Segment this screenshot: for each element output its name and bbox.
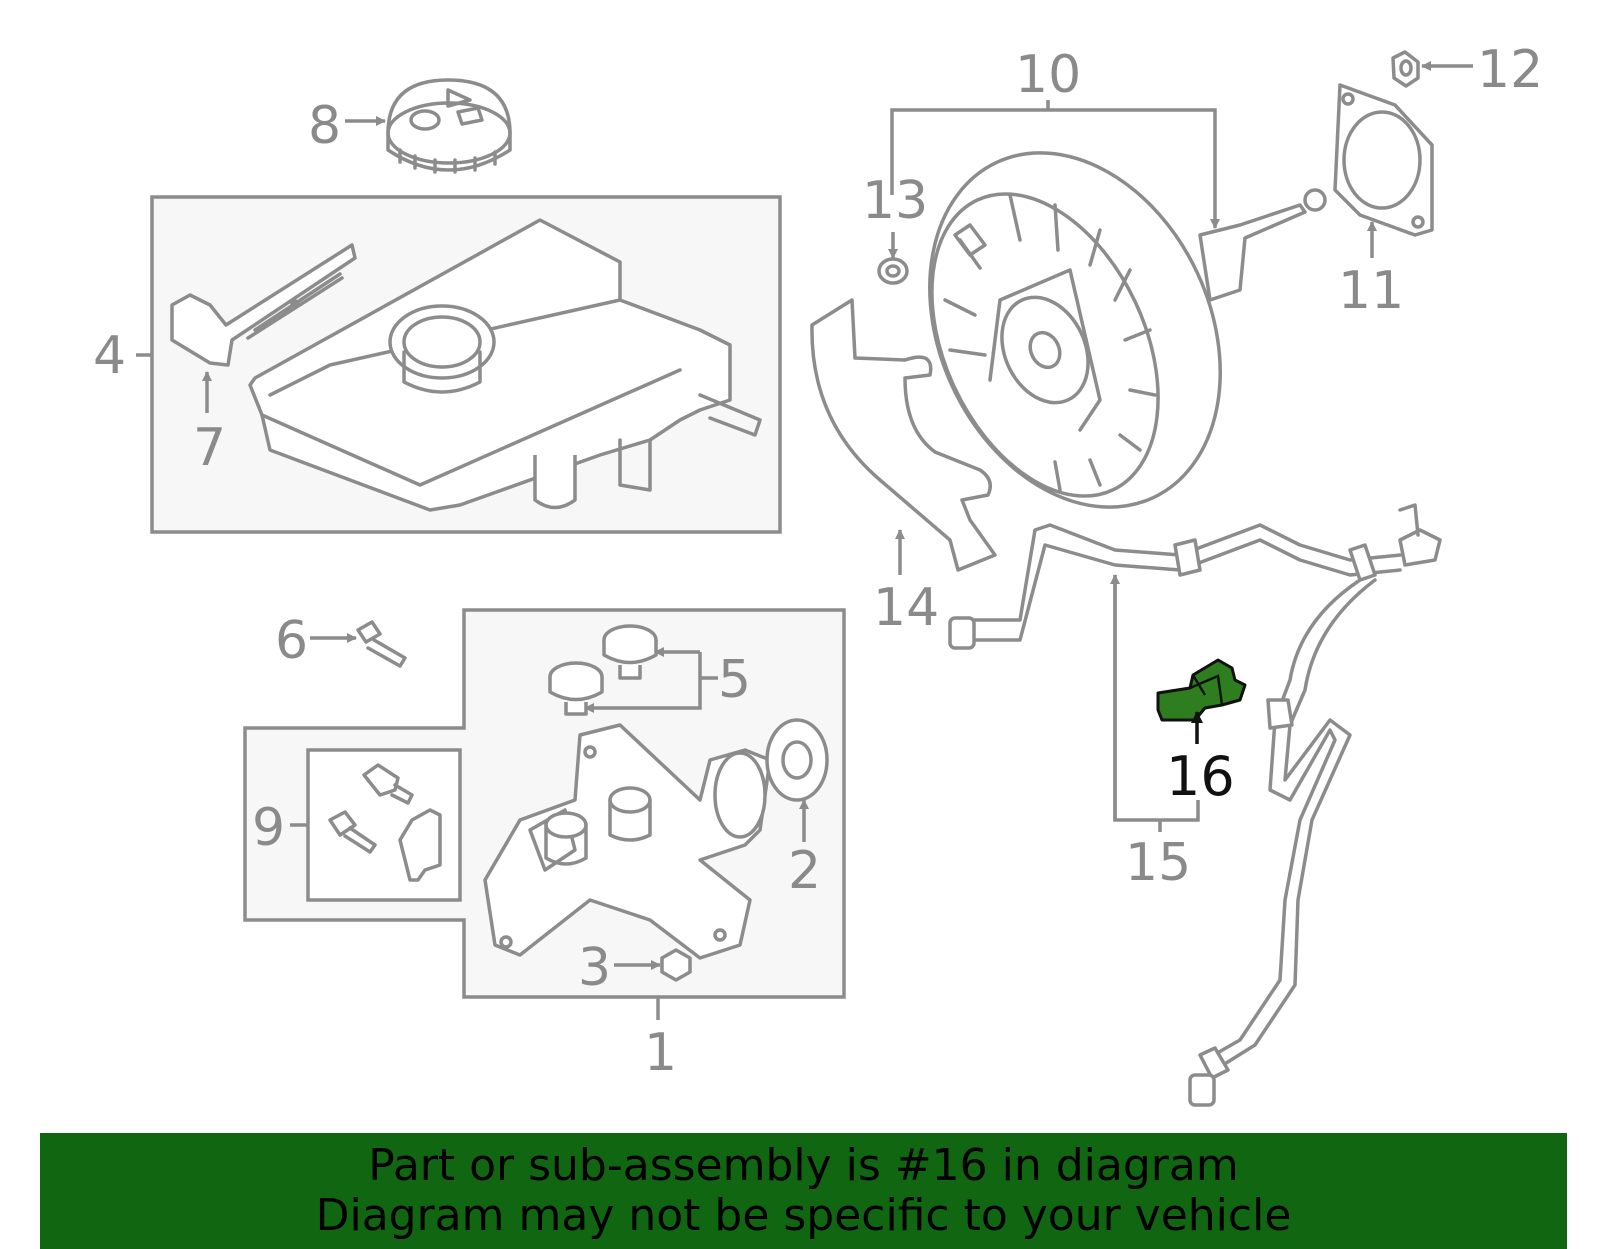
callout-15: 15: [1125, 833, 1191, 893]
brake-booster[interactable]: [874, 105, 1327, 554]
highlighted-part-16[interactable]: [1156, 658, 1247, 722]
callout-8: 8: [308, 96, 341, 156]
callout-12: 12: [1477, 40, 1543, 100]
banner-line-1: Part or sub-assembly is #16 in diagram: [368, 1140, 1239, 1191]
callout-14: 14: [873, 578, 939, 638]
callout-5: 5: [718, 650, 751, 710]
brake-lines[interactable]: [948, 503, 1442, 1107]
callout-2: 2: [788, 841, 821, 901]
banner-line-2: Diagram may not be specific to your vehi…: [315, 1190, 1292, 1241]
seal-ring[interactable]: [765, 718, 829, 802]
heat-shield[interactable]: [810, 298, 997, 572]
callout-3: 3: [578, 938, 611, 998]
callout-16: 16: [1166, 745, 1235, 808]
callout-10: 10: [1015, 45, 1081, 105]
reservoir-grommets[interactable]: [548, 624, 658, 716]
booster-nut[interactable]: [1391, 50, 1420, 88]
callout-4: 4: [93, 326, 126, 386]
callout-1: 1: [644, 1023, 677, 1083]
callout-9: 9: [252, 798, 285, 858]
reservoir-assembly[interactable]: [150, 195, 782, 534]
callout-11: 11: [1338, 261, 1404, 321]
info-banner: Part or sub-assembly is #16 in diagram D…: [40, 1133, 1567, 1249]
callout-13: 13: [862, 171, 928, 231]
nut[interactable]: [660, 948, 692, 982]
reservoir-cap[interactable]: [386, 78, 512, 174]
bolt[interactable]: [356, 620, 407, 668]
callout-6: 6: [275, 611, 308, 671]
master-cylinder[interactable]: [483, 723, 772, 960]
gasket[interactable]: [1333, 83, 1434, 237]
sensor-kit[interactable]: [328, 763, 442, 882]
callout-7: 7: [193, 418, 226, 478]
